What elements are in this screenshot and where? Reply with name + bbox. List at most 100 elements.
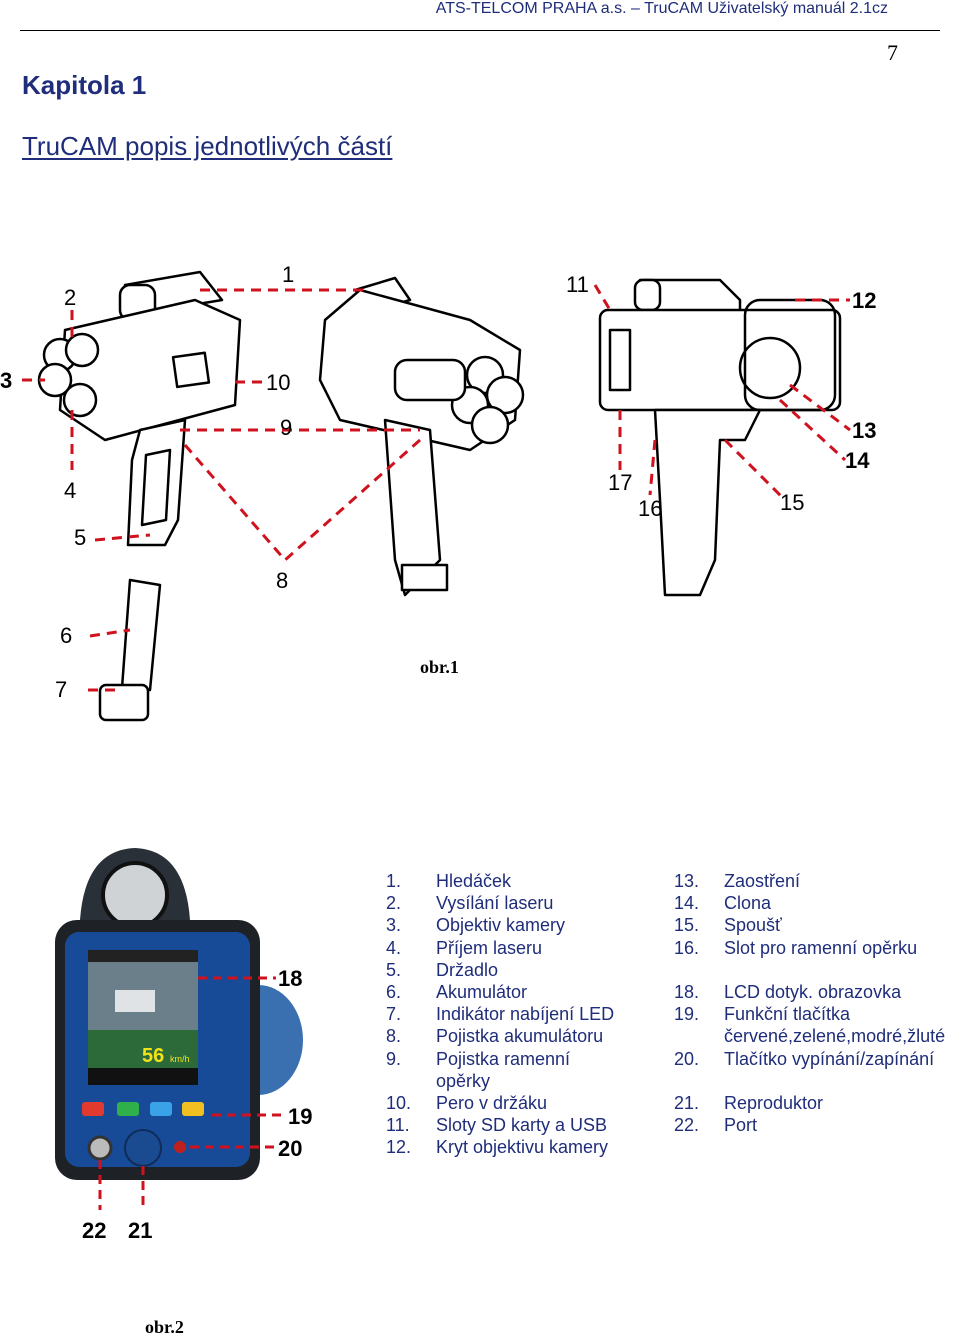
port (87, 1135, 113, 1161)
legend-number: 21. (674, 1093, 700, 1113)
screen-unit: km/h (170, 1054, 190, 1064)
legend-number: 3. (386, 915, 402, 936)
callout-18: 18 (278, 966, 302, 991)
callout-1: 1 (282, 262, 294, 287)
legend-text: Tlačítko vypínání/zapínání (724, 1048, 935, 1069)
legend-item: 8. Pojistka akumulátoru (386, 1025, 636, 1047)
callout-12: 12 (852, 288, 876, 313)
callout-22: 22 (82, 1218, 106, 1243)
figure-2-caption: obr.2 (145, 1317, 184, 1337)
legend-text: Příjem laseru (436, 937, 543, 958)
legend-text: červené,zelené,modré,žluté (724, 1026, 946, 1047)
callout-19: 19 (288, 1104, 312, 1129)
callout-7: 7 (55, 677, 67, 702)
figure-1-caption: obr.1 (420, 657, 459, 677)
callout-17: 17 (608, 470, 632, 495)
callout-15: 15 (780, 490, 804, 515)
legend-item: 15. Spoušť (674, 914, 960, 936)
device-front-right-drawing (318, 276, 525, 597)
callout-10: 10 (266, 370, 290, 395)
legend-item: 20.Tlačítko vypínání/zapínání (674, 1048, 960, 1070)
legend-item: 10. Pero v držáku (386, 1092, 636, 1114)
figure-1-device-diagram: 1 2 3 4 5 6 7 8 9 10 11 12 13 14 15 16 1… (0, 262, 876, 722)
callout-20: 20 (278, 1136, 302, 1161)
legend-number: 14. (674, 893, 700, 914)
legend-text: Držadlo (436, 959, 499, 980)
legend-item: 11. Sloty SD karty a USB (386, 1114, 636, 1136)
red-button (82, 1102, 104, 1116)
device-side-drawing (598, 278, 842, 597)
speaker (124, 1129, 162, 1167)
legend-item: 6. Akumulátor (386, 981, 636, 1003)
legend-number: 4. (386, 937, 402, 958)
legend-text: LCD dotyk. obrazovka (724, 982, 902, 1002)
device-front-left-drawing (37, 270, 242, 547)
legend-number: 6. (386, 982, 402, 1003)
legend-text: Sloty SD karty a USB (436, 1115, 608, 1136)
callout-6: 6 (60, 623, 72, 648)
power-button (174, 1141, 186, 1153)
legend-item: 12.Kryt objektivu kamery (386, 1136, 636, 1158)
legend-number: 11. (386, 1115, 410, 1136)
legend-number: 1. (386, 871, 402, 891)
legend-number (674, 1025, 724, 1047)
legend-text: Port (724, 1115, 758, 1136)
legend-text: opěrky (436, 1070, 491, 1091)
legend-item: 3. Objektiv kamery (386, 914, 636, 936)
legend-number: 5. (386, 959, 402, 980)
legend-item: 16.Slot pro ramenní opěrku (674, 937, 960, 959)
callout-21: 21 (128, 1218, 152, 1243)
legend-number: 19. (674, 1004, 700, 1025)
legend-text: Pero v držáku (436, 1093, 548, 1114)
legend-item: 1. Hledáček (386, 870, 636, 892)
callout-leaders (22, 284, 851, 692)
section-subtitle: TruCAM popis jednotlivých částí (22, 131, 393, 161)
legend-number: 8. (386, 1026, 402, 1047)
legend-item: 4. Příjem laseru (386, 937, 636, 959)
callout-9: 9 (280, 415, 292, 440)
legend-text: Kryt objektivu kamery (436, 1137, 609, 1158)
legend-item: 2.Vysílání laseru (386, 892, 636, 914)
legend-column-2: 13. Zaostření 14. Clona 15. Spoušť 16.Slot … (674, 870, 960, 1136)
legend-number: 22. (674, 1115, 700, 1136)
legend-item: červené,zelené,modré,žluté (674, 1025, 960, 1047)
chapter-title: Kapitola 1 (22, 70, 147, 100)
callout-5: 5 (74, 525, 86, 550)
legend-text: Hledáček (436, 871, 512, 891)
legend-text: Spoušť (724, 915, 782, 936)
callout-11: 11 (566, 272, 589, 297)
legend-text: Objektiv kamery (436, 915, 566, 936)
legend-item: 14. Clona (674, 892, 960, 914)
legend-number: 10. (386, 1093, 412, 1114)
legend-number: 13. (674, 871, 700, 891)
page-number: 7 (887, 40, 898, 65)
legend-item: 5. Držadlo (386, 959, 636, 981)
legend-item: 13. Zaostření (674, 870, 960, 892)
legend-number: 7. (386, 1004, 402, 1025)
callout-4: 4 (64, 478, 76, 503)
legend-text: Pojistka ramenní (436, 1048, 571, 1069)
legend-text: Reproduktor (724, 1093, 824, 1113)
green-button (117, 1102, 139, 1116)
legend-item: 19. Funkční tlačítka (674, 1003, 960, 1025)
yellow-button (182, 1102, 204, 1116)
legend-number (386, 1070, 436, 1092)
screen-speed: 56 (142, 1045, 164, 1067)
legend-number: 16. (674, 937, 700, 958)
legend-number: 15. (674, 915, 700, 936)
header-rule (20, 30, 940, 31)
callout-13: 13 (852, 418, 876, 443)
legend-text: Zaostření (724, 871, 801, 891)
legend-text: Clona (724, 893, 772, 914)
legend-text: Funkční tlačítka (724, 1004, 851, 1025)
legend-number: 2. (386, 893, 402, 914)
legend-number: 9. (386, 1048, 402, 1069)
legend-text: Akumulátor (436, 982, 528, 1003)
figure-2-device-photo: 56 km/h 18 19 20 21 22 (55, 848, 312, 1243)
legend-item: 18.LCD dotyk. obrazovka (674, 981, 960, 1003)
callout-8: 8 (276, 568, 288, 593)
legend-item: 7.Indikátor nabíjení LED (386, 1003, 636, 1025)
legend-spacer (674, 1070, 960, 1092)
running-title: ATS-TELCOM PRAHA a.s. – TruCAM Uživatels… (435, 0, 888, 17)
legend-text: Pojistka akumulátoru (436, 1026, 604, 1047)
